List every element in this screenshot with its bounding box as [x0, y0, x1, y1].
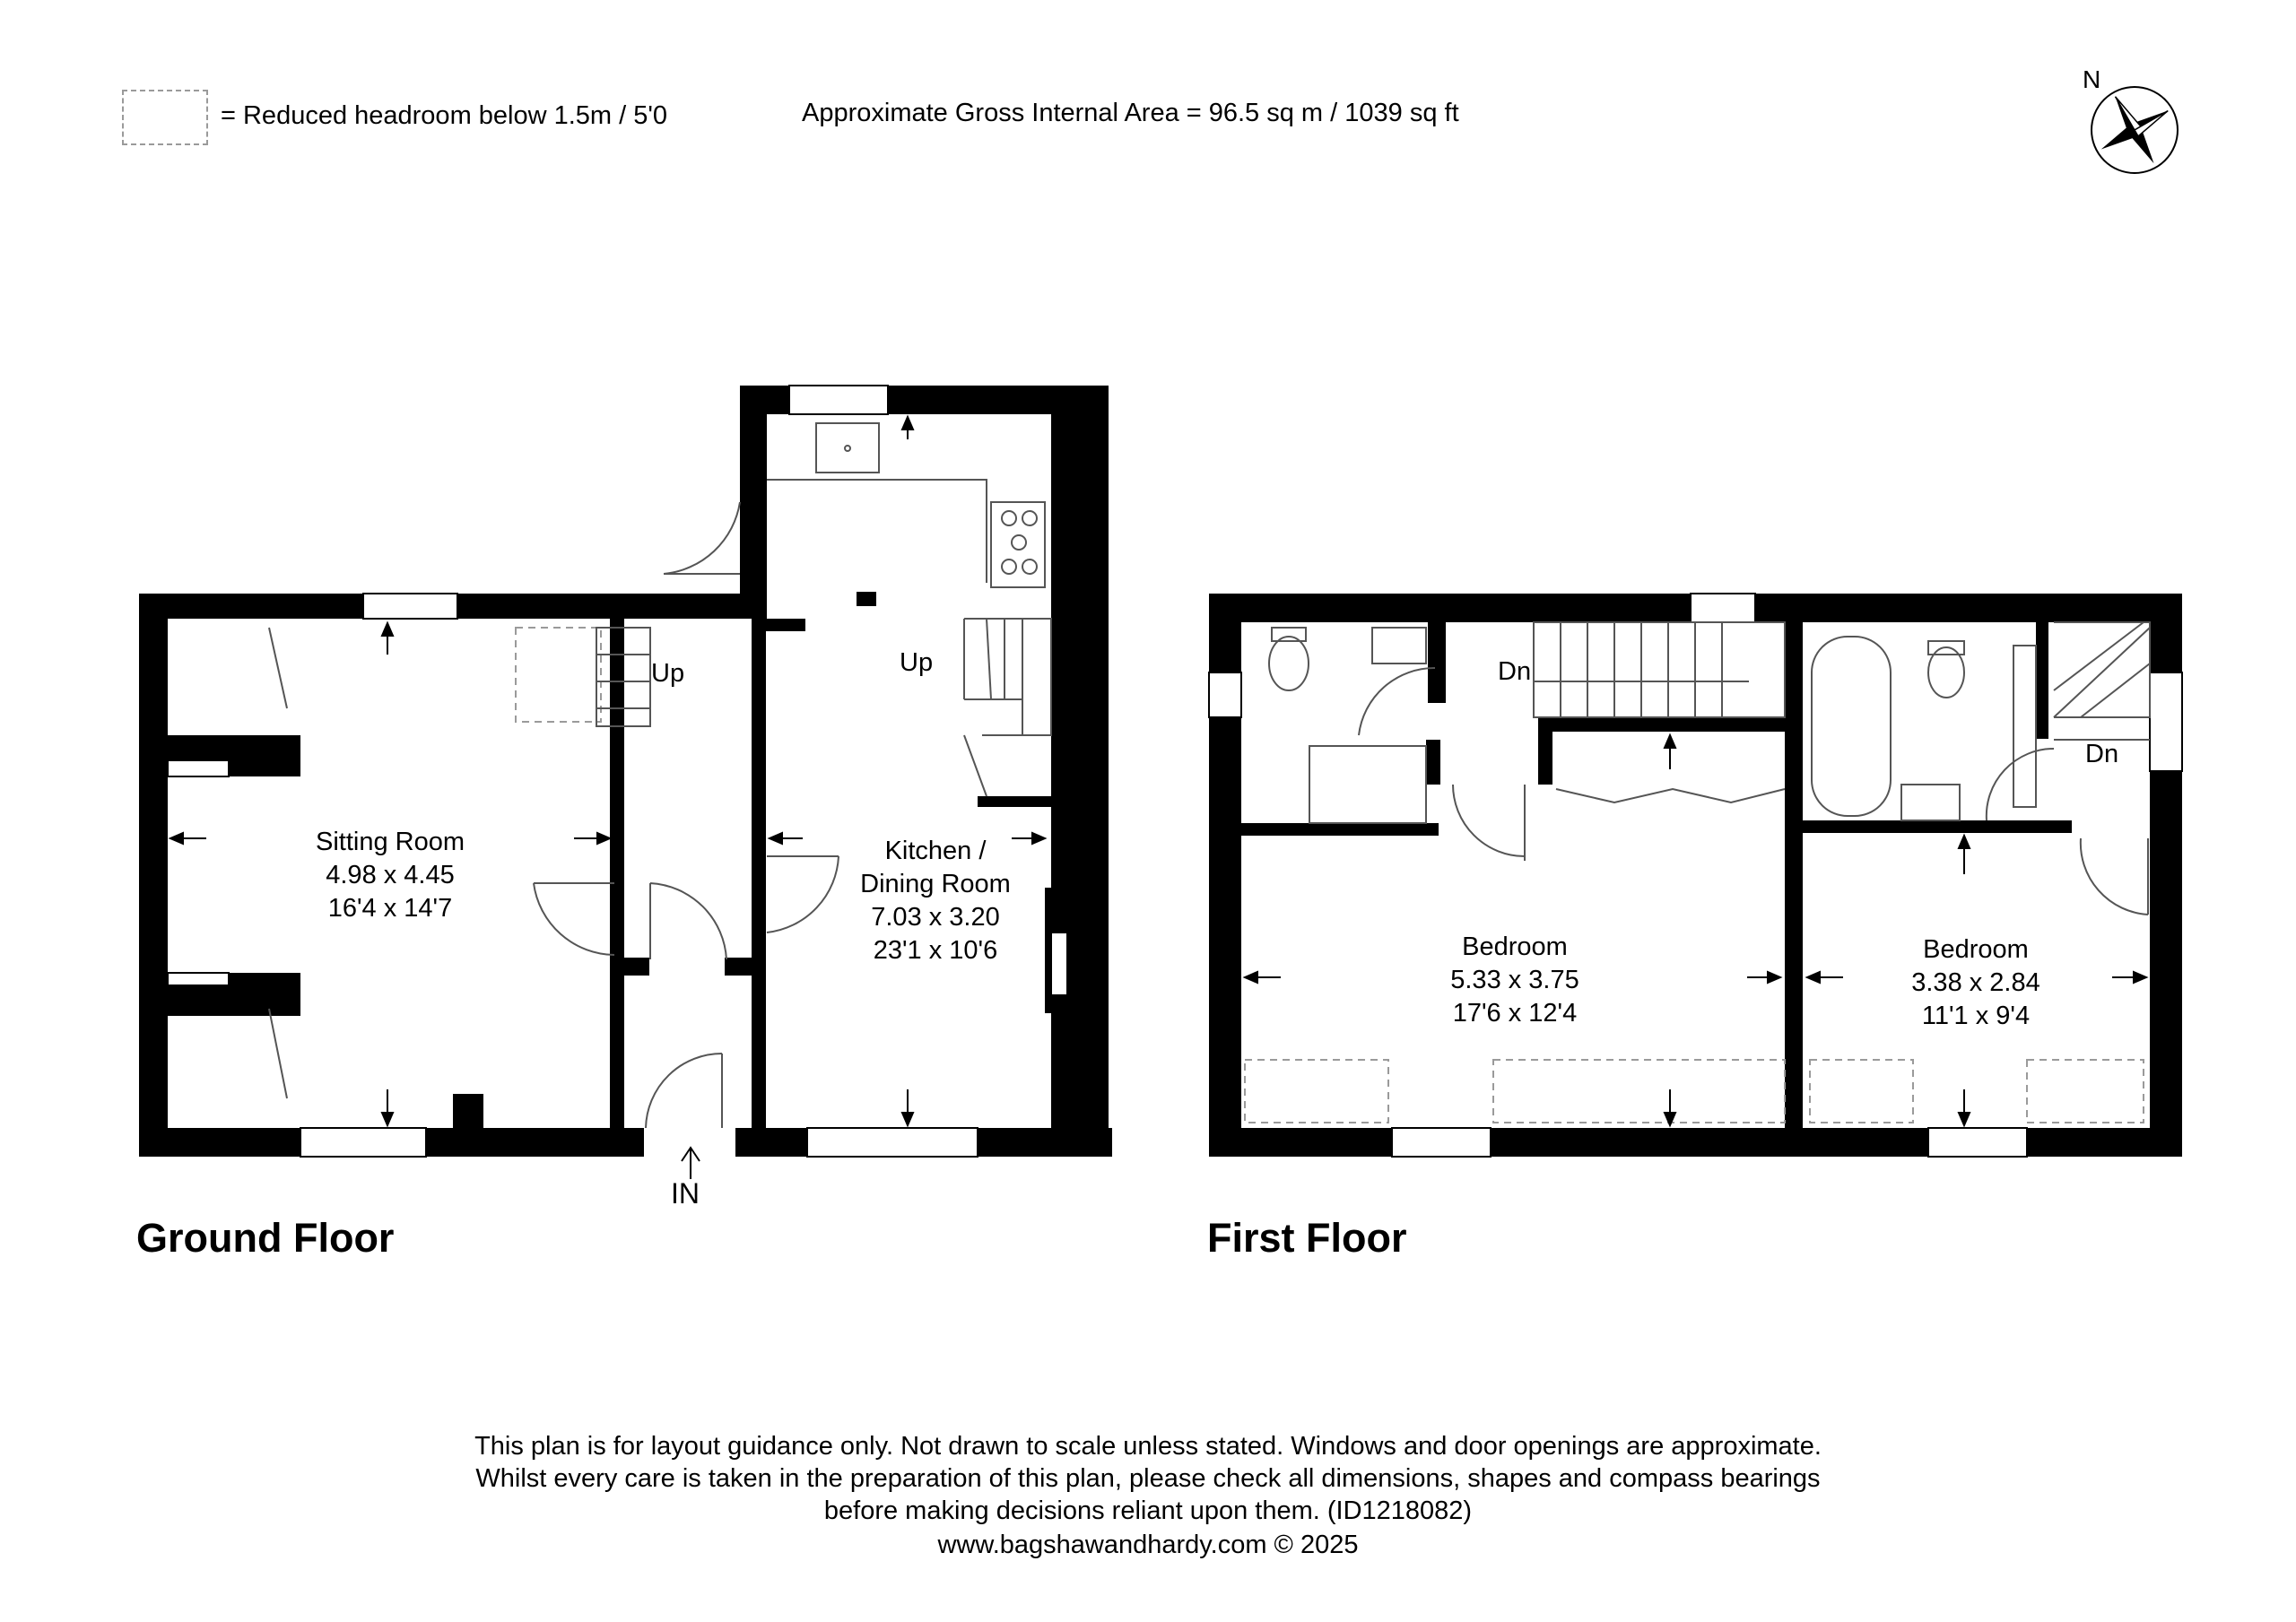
first-floor-reduced-headroom — [1244, 1059, 2144, 1123]
first-floor-title: First Floor — [1207, 1215, 1407, 1261]
bedroom2-metric: 3.38 x 2.84 — [1911, 968, 2040, 997]
stairs-up-label-2: Up — [900, 648, 933, 677]
reduced-headroom-area — [515, 627, 602, 723]
compass-rose-icon: N — [2083, 65, 2179, 174]
entrance-label: IN — [671, 1177, 700, 1210]
first-floor-doors — [1358, 666, 2149, 915]
ground-floor-title: Ground Floor — [136, 1215, 395, 1261]
stairs-up-sitting — [596, 627, 651, 727]
bedroom2-imperial: 11'1 x 9'4 — [1922, 1002, 2030, 1030]
disclaimer-line-2: Whilst every care is taken in the prepar… — [475, 1464, 1821, 1493]
gross-internal-area: Approximate Gross Internal Area = 96.5 s… — [802, 99, 1459, 127]
kitchen-name-line1: Kitchen / — [885, 837, 987, 865]
entrance-arrow-icon — [681, 1146, 700, 1179]
bathroom-fixtures — [1268, 627, 2037, 824]
stairs-down-main — [1533, 621, 1786, 718]
kitchen-imperial: 23'1 x 10'6 — [874, 936, 997, 965]
kitchen-metric: 7.03 x 3.20 — [871, 903, 1000, 932]
stairs-down-small — [2053, 621, 2151, 741]
disclaimer-line-1: This plan is for layout guidance only. N… — [474, 1432, 1822, 1461]
ground-floor-doors — [268, 501, 839, 1129]
sitting-room-metric: 4.98 x 4.45 — [326, 861, 455, 889]
ground-floor-windows — [300, 385, 1068, 1158]
compass-north-label: N — [2083, 65, 2100, 93]
disclaimer-line-3: before making decisions reliant upon the… — [823, 1496, 1473, 1525]
bedroom1-imperial: 17'6 x 12'4 — [1453, 999, 1577, 1028]
sitting-room-imperial: 16'4 x 14'7 — [328, 894, 452, 923]
website-copyright-link[interactable]: www.bagshawandhardy.com © 2025 — [937, 1531, 1359, 1559]
bedroom2-name: Bedroom — [1923, 935, 2029, 964]
reduced-headroom-legend-text: = Reduced headroom below 1.5m / 5'0 — [221, 101, 668, 130]
stairs-up-label-1: Up — [651, 659, 684, 688]
sitting-room-name: Sitting Room — [316, 828, 465, 856]
stairs-down-label-1: Dn — [1498, 657, 1531, 686]
stairs-down-label-2: Dn — [2085, 740, 2118, 768]
reduced-headroom-legend-swatch — [122, 90, 208, 145]
kitchen-name-line2: Dining Room — [860, 870, 1011, 898]
ground-floor-dimension-arrows — [168, 414, 1048, 1128]
bedroom1-metric: 5.33 x 3.75 — [1450, 966, 1579, 994]
first-floor-windows — [1208, 593, 2183, 1158]
kitchen-fixtures — [767, 422, 1046, 588]
bedroom1-name: Bedroom — [1462, 932, 1568, 961]
first-floor-dimension-arrows — [1242, 733, 2149, 1128]
stairs-up-kitchen — [963, 618, 1052, 797]
